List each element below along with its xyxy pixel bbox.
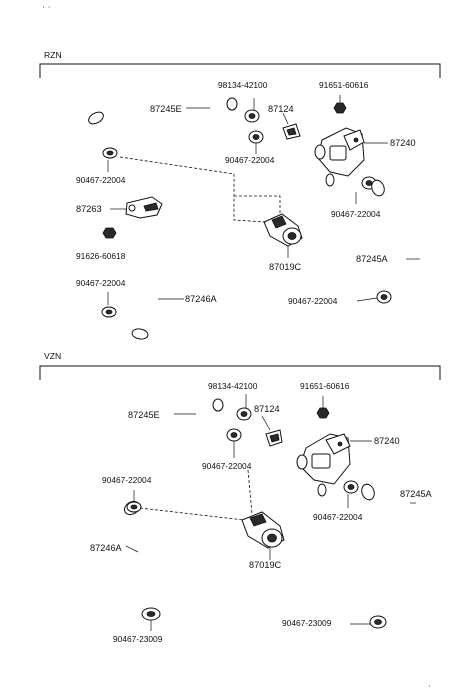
label-87240: 87240 <box>390 138 416 148</box>
label-87245e-vzn: 87245E <box>128 410 160 420</box>
label-87124: 87124 <box>268 104 294 114</box>
label-87245a: 87245A <box>356 254 389 264</box>
nut-91651-vzn <box>316 407 330 419</box>
label-91651-60616-vzn: 91651-60616 <box>300 381 350 391</box>
label-90467-22004-upper: 90467-22004 <box>225 155 275 165</box>
clip-90467-vzn-valve <box>343 480 359 494</box>
label-87245a-vzn: 87245A <box>400 489 433 499</box>
hose-87245e <box>207 97 244 140</box>
clip-90467-mid <box>248 130 264 144</box>
nut-91626 <box>102 227 117 239</box>
label-98134-42100: 98134-42100 <box>218 80 268 90</box>
clamp-87124 <box>282 123 301 140</box>
section-title-vzn: VZN <box>44 351 61 361</box>
label-90467-22004-valve: 90467-22004 <box>331 209 381 219</box>
clamp-87124-vzn <box>265 429 283 447</box>
label-90467-22004-left: 90467-22004 <box>76 175 126 185</box>
label-90467-22004-bottom: 90467-22004 <box>288 296 338 306</box>
label-87245e: 87245E <box>150 104 182 114</box>
nut-91651 <box>333 102 347 114</box>
clip-98134-vzn <box>236 407 252 421</box>
label-91626-60618: 91626-60618 <box>76 251 126 261</box>
section-vzn: VZN <box>39 351 441 644</box>
hose-87245a-vzn <box>361 483 416 623</box>
section-frame-rzn <box>39 63 441 78</box>
clip-90467-23009-right <box>369 615 387 629</box>
clip-90467-vzn-left <box>126 501 142 513</box>
label-90467-22004-vzn-valve: 90467-22004 <box>313 512 363 522</box>
section-title-rzn: RZN <box>44 50 62 60</box>
valve-87240-vzn <box>296 433 351 497</box>
label-87019c: 87019C <box>269 262 302 272</box>
label-90467-22004-vzn-left: 90467-22004 <box>102 475 152 485</box>
top-mark-icon: · · <box>42 3 51 13</box>
corner-mark-icon: · <box>428 682 431 692</box>
label-87246a-vzn: 87246A <box>90 543 123 553</box>
hose-clip-lower-left <box>101 306 117 318</box>
label-87124-vzn: 87124 <box>254 404 280 414</box>
clip-98134 <box>244 109 260 123</box>
bracket-87263 <box>125 196 163 219</box>
hose-87245a <box>371 179 427 299</box>
label-87263: 87263 <box>76 204 102 214</box>
clip-90467-23009-left <box>141 607 161 621</box>
dashed-route-rzn <box>119 156 267 223</box>
section-frame-vzn <box>39 365 441 380</box>
section-rzn: RZN <box>39 50 441 342</box>
hose-87246a <box>84 110 179 342</box>
label-98134-42100-vzn: 98134-42100 <box>208 381 258 391</box>
label-90467-22004-vzn-mid: 90467-22004 <box>202 461 252 471</box>
label-87246a: 87246A <box>185 294 218 304</box>
dashed-route-vzn <box>139 507 245 521</box>
valve-87019c-vzn <box>241 511 285 549</box>
label-90467-22004-lower-left: 90467-22004 <box>76 278 126 288</box>
label-91651-60616: 91651-60616 <box>319 80 369 90</box>
label-87019c-vzn: 87019C <box>249 560 282 570</box>
dashed-route-rzn-2 <box>234 195 281 214</box>
label-87240-vzn: 87240 <box>374 436 400 446</box>
clip-90467-bottom-right <box>376 290 392 304</box>
valve-87019c <box>263 213 303 247</box>
hose-87245e-vzn <box>194 398 232 444</box>
label-90467-23009-right: 90467-23009 <box>282 618 332 628</box>
clip-90467-vzn-mid <box>226 428 242 442</box>
valve-87240 <box>314 127 365 187</box>
dashed-route-vzn-2 <box>247 469 253 515</box>
label-90467-23009-left: 90467-23009 <box>113 634 163 644</box>
hose-clip-upper-left <box>102 147 118 159</box>
